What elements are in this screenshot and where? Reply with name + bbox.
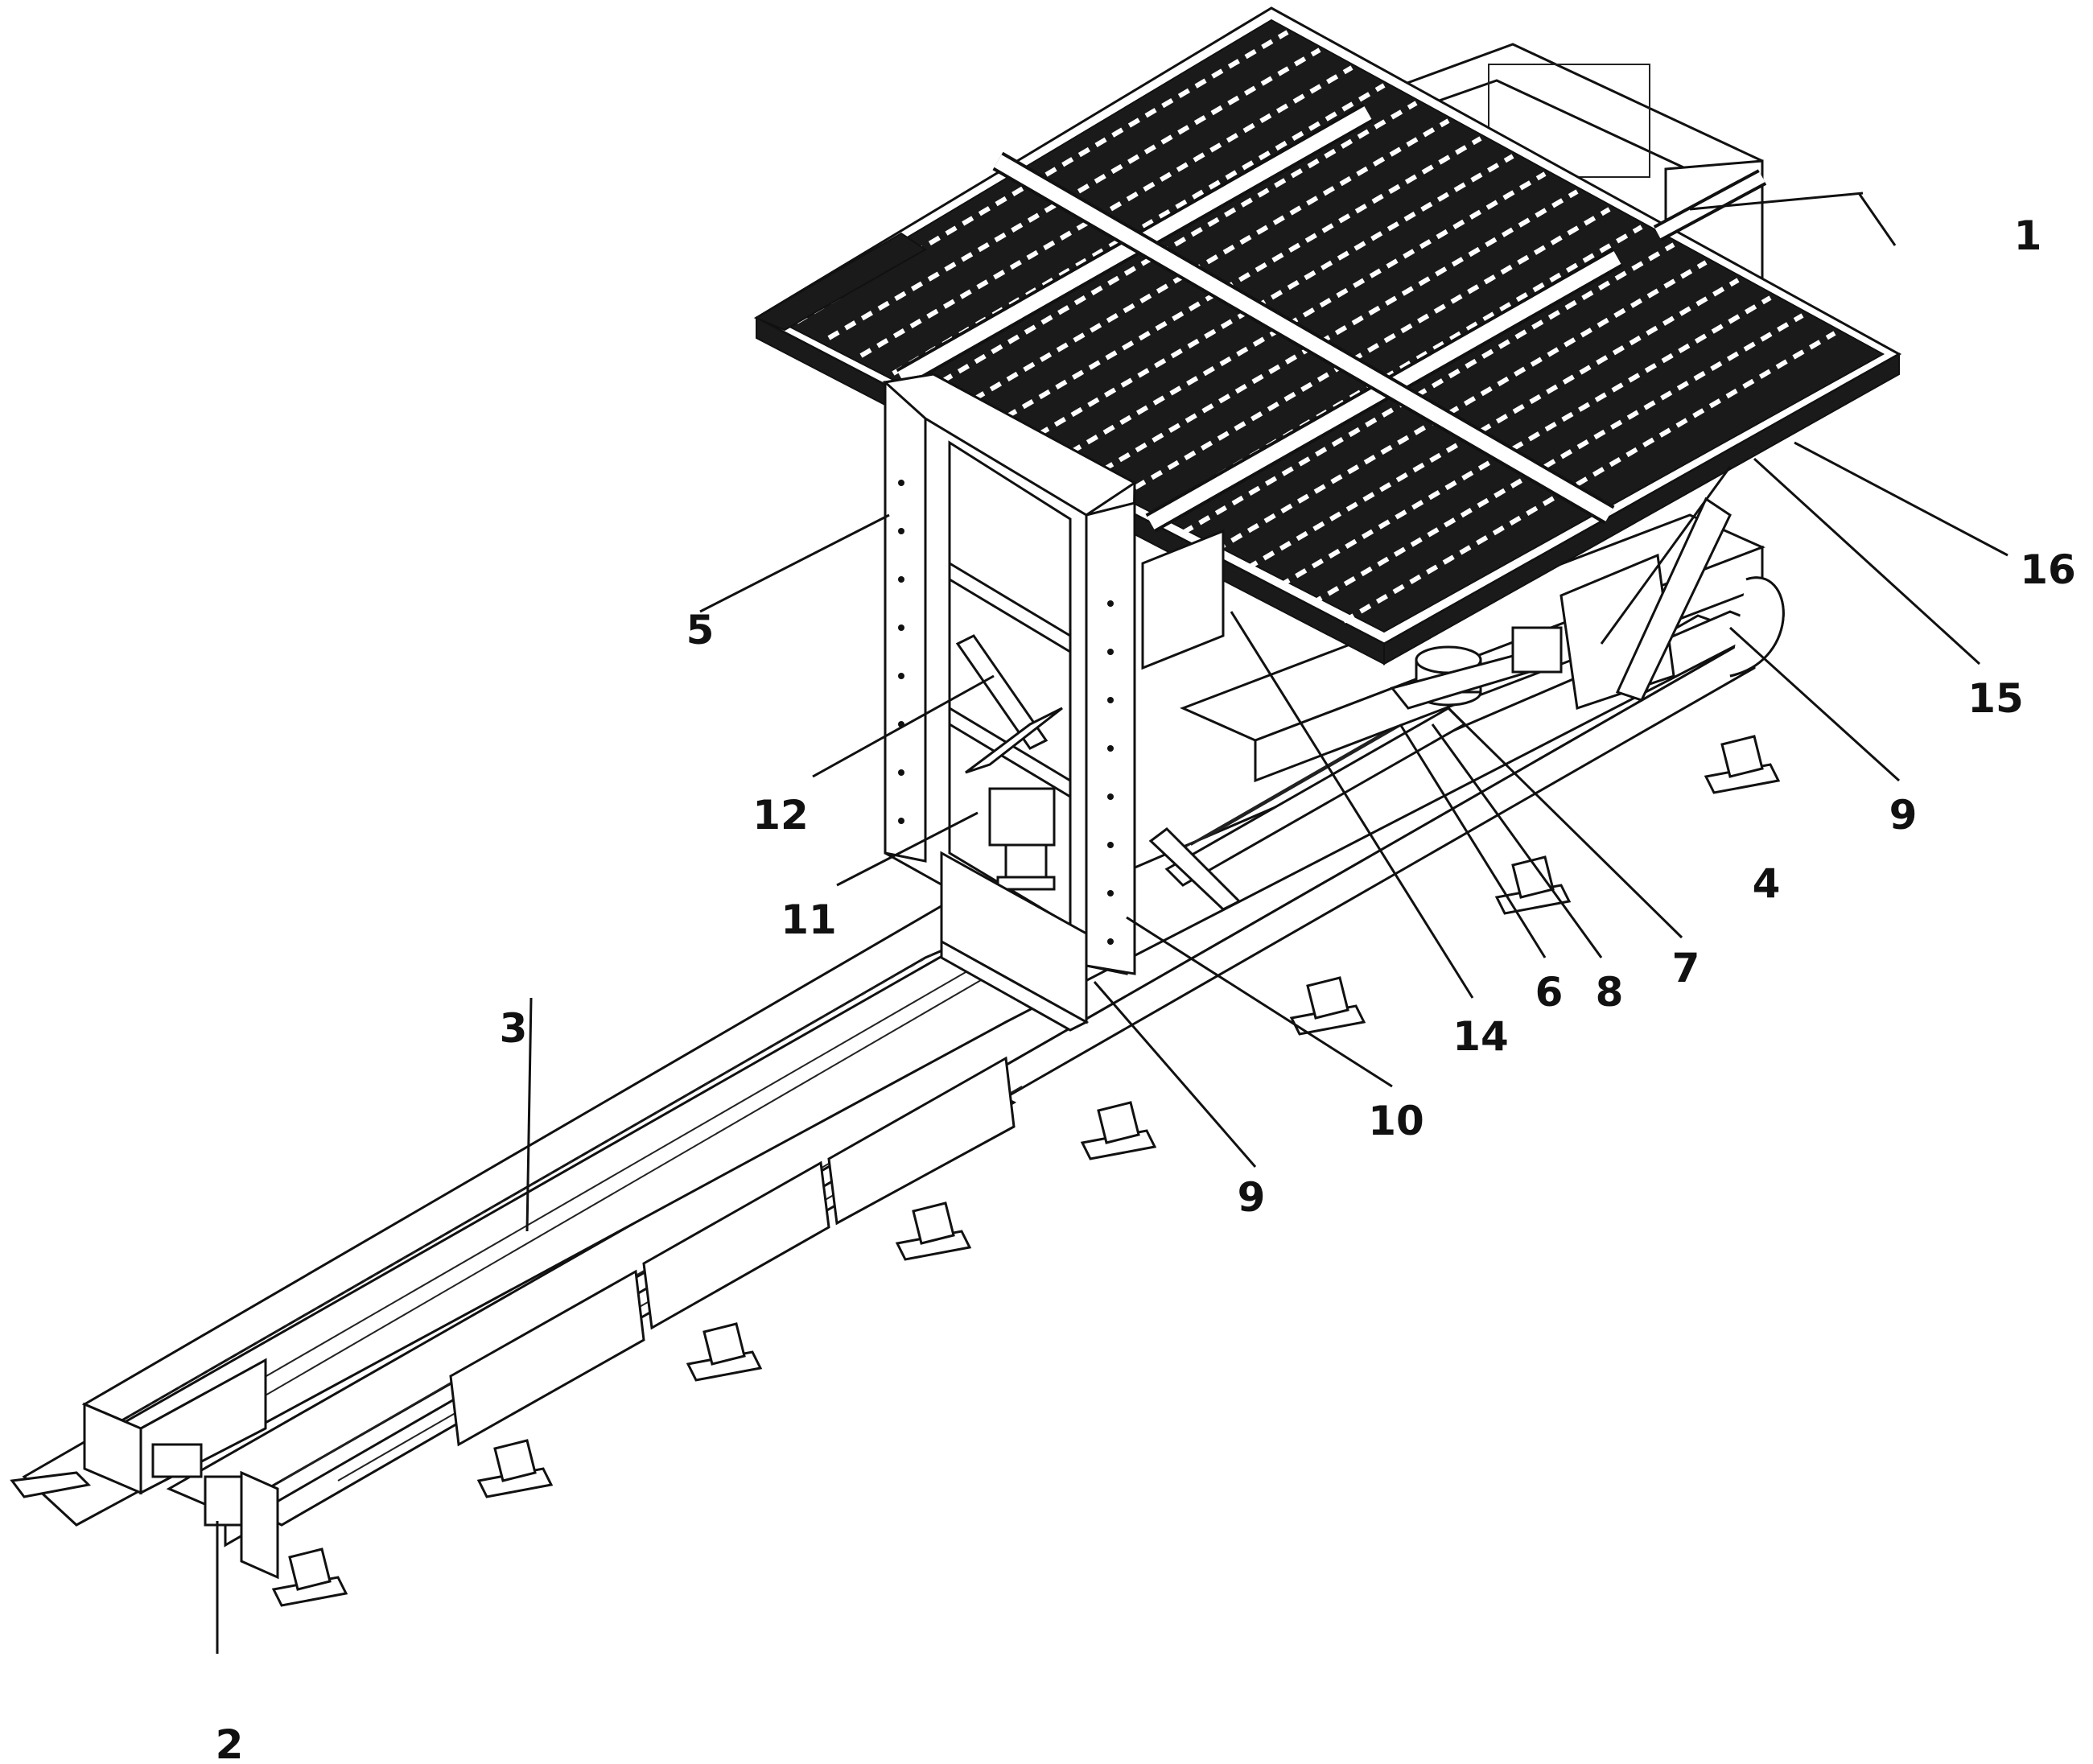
base-rail-frame <box>22 610 1774 1548</box>
end-block <box>10 1358 279 1580</box>
callout-9-right: 9 <box>1889 792 1918 839</box>
callout-12: 12 <box>752 792 809 839</box>
callout-11: 11 <box>781 896 837 943</box>
callout-4: 4 <box>1753 860 1781 907</box>
tray-slots <box>795 30 1836 624</box>
foot-bracket <box>895 1201 972 1261</box>
callout-9-bottom: 9 <box>1238 1174 1266 1221</box>
callout-10: 10 <box>1368 1098 1424 1144</box>
callout-8: 8 <box>1596 969 1624 1016</box>
callout-1: 1 <box>2014 212 2042 259</box>
rack-gear <box>128 953 934 1417</box>
vertical-column <box>882 373 1137 1032</box>
callout-15: 15 <box>1967 675 2024 722</box>
column-bolt-holes <box>898 480 1114 945</box>
callout-2: 2 <box>216 1721 244 1764</box>
callout-5: 5 <box>686 607 715 653</box>
callout-6: 6 <box>1535 969 1564 1016</box>
top-tray-grid <box>753 6 1902 666</box>
callout-3: 3 <box>500 1005 528 1052</box>
side-brace <box>1141 529 1242 911</box>
foot-bracket <box>1289 976 1366 1036</box>
callout-16: 16 <box>2020 546 2076 593</box>
callout-14: 14 <box>1452 1013 1509 1060</box>
cross-bars <box>896 103 1767 533</box>
foot-bracket <box>476 1439 554 1498</box>
leader-lines <box>216 192 2009 1654</box>
callout-labels: 1 2 3 4 5 6 7 8 9 9 10 11 12 14 15 16 <box>216 212 2076 1764</box>
lift-mechanism <box>1390 626 1563 710</box>
foot-bracket <box>271 1548 348 1607</box>
foot-bracket <box>686 1322 763 1382</box>
foot-bracket <box>1080 1101 1157 1160</box>
foot-bracket <box>1494 855 1572 915</box>
foot-bracket <box>1704 735 1781 794</box>
mounting-feet <box>271 735 1781 1607</box>
callout-7: 7 <box>1672 945 1700 991</box>
